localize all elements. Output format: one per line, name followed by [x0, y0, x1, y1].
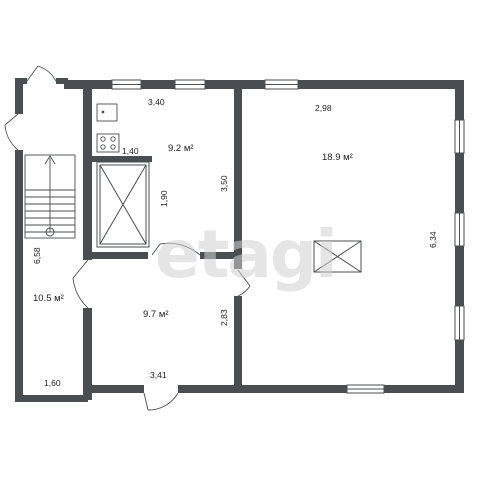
wall-left-corridor-2 — [15, 150, 23, 400]
dim-lower-room-height: 2,83 — [219, 309, 229, 326]
dim-large-room-height: 6,34 — [428, 231, 438, 248]
stairwell-openings — [96, 161, 362, 273]
wall-right-1 — [455, 80, 464, 120]
dim-kitchen-width: 3,40 — [148, 97, 165, 107]
wall-right-4 — [455, 340, 464, 393]
stair-start-marker — [45, 227, 55, 237]
large-room-area: 18.9 м² — [322, 152, 353, 163]
outer-walls — [15, 78, 464, 402]
wall-kitchen-right — [234, 89, 242, 269]
wall-corridor-right-upper — [83, 80, 92, 260]
wall-top-mid — [141, 80, 175, 89]
wall-left-corridor — [15, 80, 23, 114]
wall-bottom-left — [88, 385, 144, 393]
wall-corridor-top — [15, 78, 27, 84]
watermark: etagi — [155, 216, 336, 293]
wall-top-mid2 — [205, 80, 265, 89]
wall-mid-horizontal-right — [200, 252, 234, 259]
door-entrance-top — [26, 65, 57, 82]
door-lower-room-left — [72, 259, 89, 309]
dim-lower-room-width: 3,41 — [150, 370, 167, 380]
stair-arrow-head — [44, 155, 56, 165]
door-big-room — [237, 269, 251, 297]
stair-hall-area: 10.5 м² — [33, 293, 64, 304]
wall-lower-right — [234, 296, 242, 388]
wall-corridor-top-right — [56, 78, 68, 84]
door-corridor-left — [4, 113, 19, 151]
stair-outline — [24, 154, 76, 239]
dim-corridor-width: 1,60 — [44, 378, 61, 388]
dim-kitchen-height: 3,50 — [219, 175, 229, 192]
wall-right-3 — [455, 246, 464, 306]
kitchen-fixtures — [96, 103, 120, 153]
door-mid-wall — [151, 242, 201, 256]
wall-right-2 — [455, 153, 464, 213]
sink — [96, 103, 118, 122]
dim-stair-width: 1,90 — [159, 190, 169, 207]
opening-large-room — [313, 240, 362, 273]
dimension-labels: 3,40 1,40 2,98 1,60 3,41 3,50 1,90 6,34 … — [32, 97, 438, 388]
kitchen-area: 9.2 м² — [168, 143, 194, 154]
doors — [4, 65, 251, 411]
wall-corridor-right-lower — [83, 308, 92, 400]
area-labels: 9.2 м² 18.9 м² 10.5 м² 9.7 м² — [33, 143, 353, 320]
opening-kitchen — [96, 161, 150, 248]
dim-counter-length: 1,40 — [122, 146, 139, 156]
windows — [111, 79, 465, 394]
dim-large-room-width: 2,98 — [315, 103, 332, 113]
staircase — [24, 154, 76, 239]
wall-stair-top — [92, 156, 152, 162]
inner-walls — [83, 80, 242, 400]
wall-mid-horizontal-left — [92, 252, 148, 259]
wall-corridor-bottom — [15, 395, 88, 402]
wall-top-right — [298, 80, 464, 89]
door-bottom — [143, 392, 179, 411]
stove — [96, 133, 120, 153]
lower-room-area: 9.7 м² — [143, 309, 169, 320]
dim-corridor-height: 6,58 — [32, 247, 42, 264]
wall-bottom-mid — [178, 385, 244, 393]
